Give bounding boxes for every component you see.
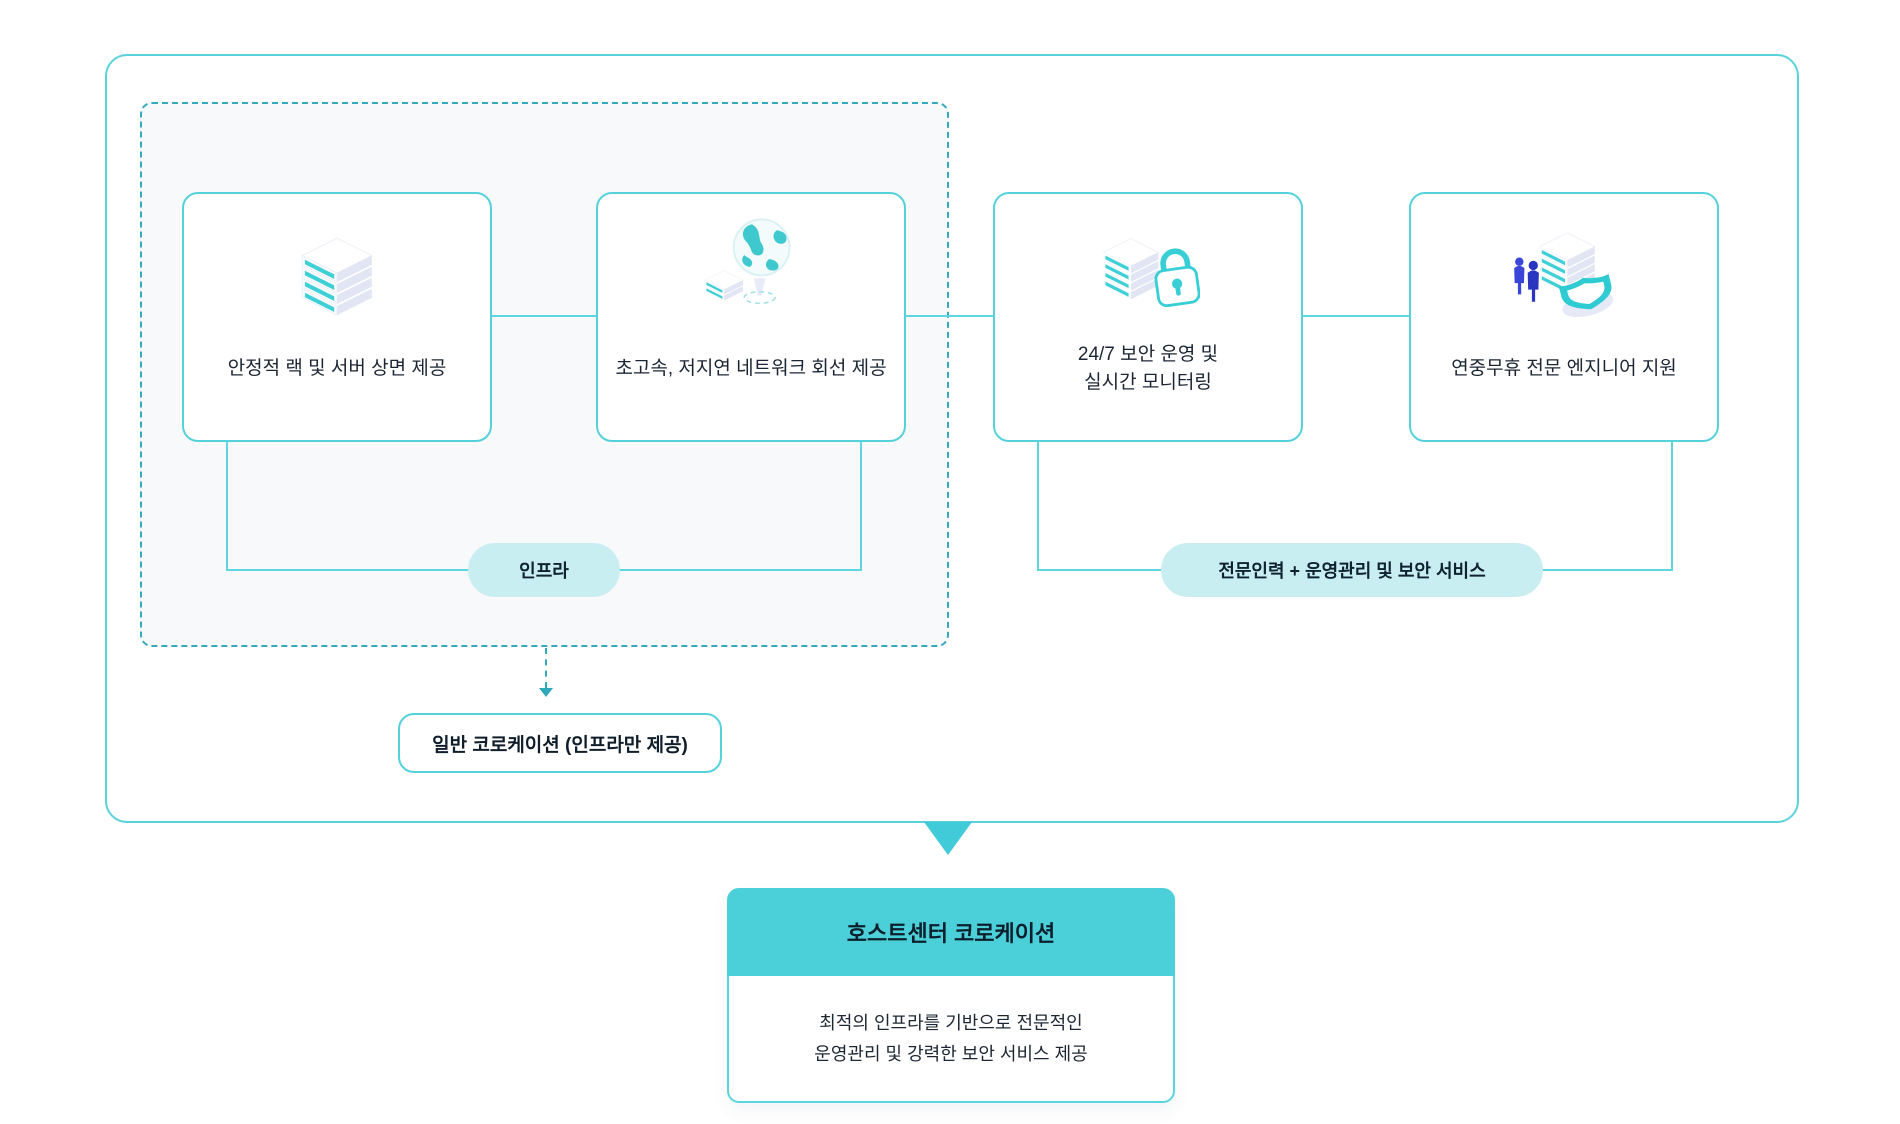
engineer-support-icon [1510, 232, 1618, 330]
card-security-monitoring: 24/7 보안 운영 및 실시간 모니터링 [993, 192, 1303, 442]
card-network-line: 초고속, 저지연 네트워크 회선 제공 [596, 192, 906, 442]
connector-card4-down [1671, 442, 1673, 571]
dashed-arrow-head-icon [539, 688, 553, 697]
down-arrow-icon [924, 822, 972, 855]
card-rack-space: 안정적 랙 및 서버 상면 제공 [182, 192, 492, 442]
result-card-title: 호스트센터 코로케이션 [727, 888, 1175, 976]
general-colocation-box: 일반 코로케이션 (인프라만 제공) [398, 713, 722, 773]
card-rack-space-label: 안정적 랙 및 서버 상면 제공 [227, 358, 447, 379]
infra-pill: 인프라 [468, 543, 620, 597]
dashed-arrow-line [545, 648, 547, 688]
connector-card1-down [226, 442, 228, 571]
connector-card2-down [860, 442, 862, 571]
connector-card2-card3 [906, 315, 995, 317]
card-security-monitoring-label: 24/7 보안 운영 및 실시간 모니터링 [1077, 344, 1219, 393]
result-card: 호스트센터 코로케이션 최적의 인프라를 기반으로 전문적인 운영관리 및 강력… [727, 888, 1175, 1103]
connector-card1-card2 [492, 315, 598, 317]
server-rack-icon [293, 237, 381, 325]
card-engineer-support: 연중무휴 전문 엔지니어 지원 [1409, 192, 1719, 442]
connector-card3-down [1037, 442, 1039, 571]
connector-card3-card4 [1303, 315, 1411, 317]
security-lock-icon [1096, 235, 1201, 328]
globe-network-icon [698, 217, 804, 332]
result-card-description: 최적의 인프라를 기반으로 전문적인 운영관리 및 강력한 보안 서비스 제공 [727, 976, 1175, 1103]
service-pill: 전문인력 + 운영관리 및 보안 서비스 [1161, 543, 1543, 597]
card-engineer-support-label: 연중무휴 전문 엔지니어 지원 [1451, 358, 1677, 379]
card-network-line-label: 초고속, 저지연 네트워크 회선 제공 [615, 358, 887, 379]
